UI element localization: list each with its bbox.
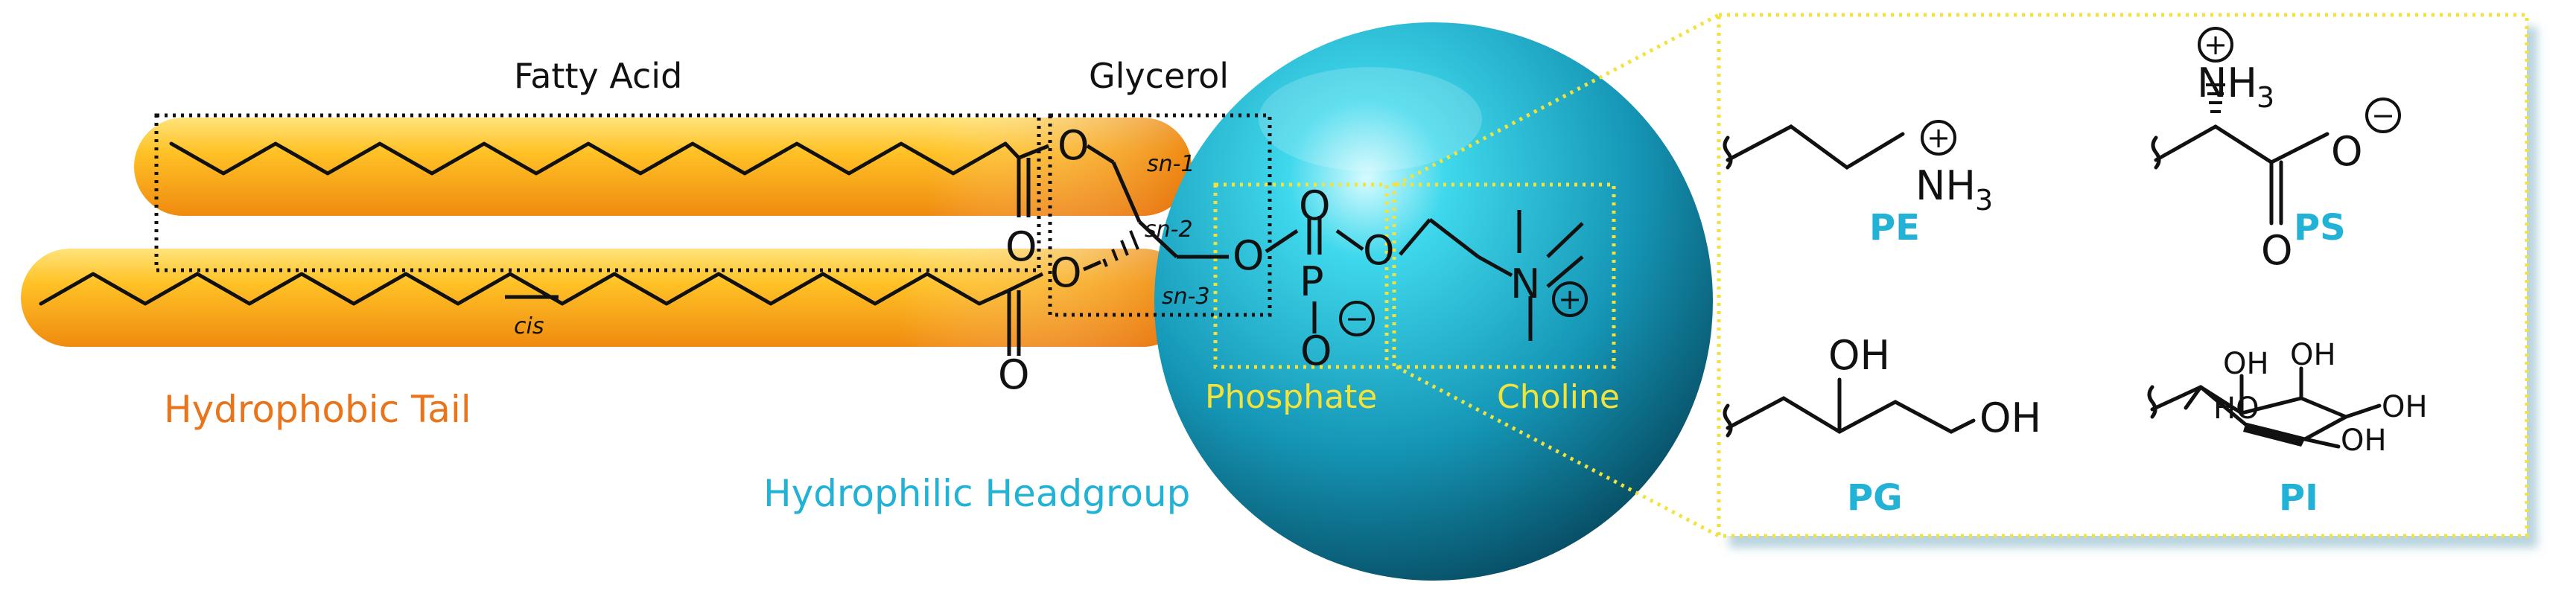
label-ps: PS xyxy=(2294,207,2346,249)
pe-atoms: NH 3 + xyxy=(1915,120,1993,217)
svg-text:O: O xyxy=(2261,227,2293,274)
svg-text:+: + xyxy=(2204,28,2227,61)
ps-structure xyxy=(2151,124,2329,226)
svg-text:+: + xyxy=(1927,121,1950,154)
pg-structure xyxy=(1723,377,1976,438)
sn1-ester xyxy=(1017,144,1115,217)
oxygen-sn2-carbonyl: O xyxy=(998,351,1030,398)
choline-box xyxy=(1392,182,1616,369)
label-pg: PG xyxy=(1847,477,1903,519)
svg-text:NH: NH xyxy=(2197,60,2257,106)
phosphate-box xyxy=(1213,182,1389,369)
glycerol-backbone xyxy=(1111,161,1584,341)
headgroup-panel: NH 3 + PE NH 3 + O − O PS xyxy=(1717,13,2529,538)
label-cis: cis xyxy=(514,313,544,339)
ps-hash xyxy=(2206,83,2225,113)
oxygen-sn1-carbonyl: O xyxy=(1005,223,1037,270)
ps-atoms: NH 3 + O − O xyxy=(2197,27,2401,274)
svg-text:HO: HO xyxy=(2213,392,2259,426)
backbone-atoms: O O O O O O P O O N xyxy=(998,122,1540,398)
hydrophilic-sphere xyxy=(1154,22,1713,581)
label-hydrophobic-tail: Hydrophobic Tail xyxy=(164,388,471,431)
sn1-chain xyxy=(169,141,1021,176)
oxygen-phosphoester-2: O xyxy=(1363,227,1395,274)
region-boxes xyxy=(154,113,1272,317)
label-phosphate: Phosphate xyxy=(1205,378,1377,416)
oxygen-phosphoester-1: O xyxy=(1233,232,1265,279)
phosphate-minus-sign: − xyxy=(1345,302,1369,335)
phosphorus-atom: P xyxy=(1300,258,1324,305)
sn2-ester xyxy=(1007,260,1101,356)
svg-text:O: O xyxy=(2331,128,2363,175)
position-labels: sn-1 sn-2 sn-3 cis xyxy=(514,151,1210,339)
svg-text:3: 3 xyxy=(2257,81,2274,114)
stereo-hash xyxy=(1102,230,1139,267)
label-sn2: sn-2 xyxy=(1145,217,1193,243)
svg-text:OH: OH xyxy=(1979,394,2041,441)
fatty-acid-box xyxy=(154,113,1041,272)
label-glycerol: Glycerol xyxy=(1089,56,1229,96)
oxygen-sn1-ether: O xyxy=(1058,122,1090,169)
svg-text:OH: OH xyxy=(1828,332,1890,379)
pi-atoms: OH OH OH OH HO xyxy=(2213,338,2428,458)
nitrogen-atom: N xyxy=(1510,261,1540,307)
pi-bold-edge xyxy=(2243,424,2305,447)
tail-bars xyxy=(21,118,1192,347)
label-pi: PI xyxy=(2279,477,2318,519)
sn2-chain xyxy=(39,272,1011,306)
svg-text:3: 3 xyxy=(1975,184,1993,217)
fatty-acid-chains xyxy=(39,141,1021,306)
main-charges: − + xyxy=(1339,281,1588,336)
label-hydrophilic-headgroup: Hydrophilic Headgroup xyxy=(763,472,1190,515)
label-sn1: sn-1 xyxy=(1147,151,1195,177)
oxygen-phosphate-anion: O xyxy=(1300,328,1332,374)
svg-text:OH: OH xyxy=(2341,424,2387,458)
choline-plus-sign: + xyxy=(1558,283,1582,316)
label-fatty-acid: Fatty Acid xyxy=(514,56,682,96)
label-sn3: sn-3 xyxy=(1162,284,1210,310)
svg-text:−: − xyxy=(2371,99,2395,132)
glycerol-box xyxy=(1048,113,1272,317)
oxygen-sn2-ether: O xyxy=(1050,249,1082,296)
label-choline: Choline xyxy=(1497,378,1620,416)
callout-boxes xyxy=(1213,13,1720,538)
pe-structure xyxy=(1723,124,1905,170)
oxygen-phosphoryl: O xyxy=(1299,182,1331,229)
svg-text:OH: OH xyxy=(2382,390,2428,424)
pg-atoms: OH OH xyxy=(1828,332,2041,441)
svg-text:OH: OH xyxy=(2290,338,2336,372)
svg-text:OH: OH xyxy=(2223,347,2269,381)
label-pe: PE xyxy=(1869,207,1920,249)
svg-text:NH: NH xyxy=(1915,162,1976,209)
